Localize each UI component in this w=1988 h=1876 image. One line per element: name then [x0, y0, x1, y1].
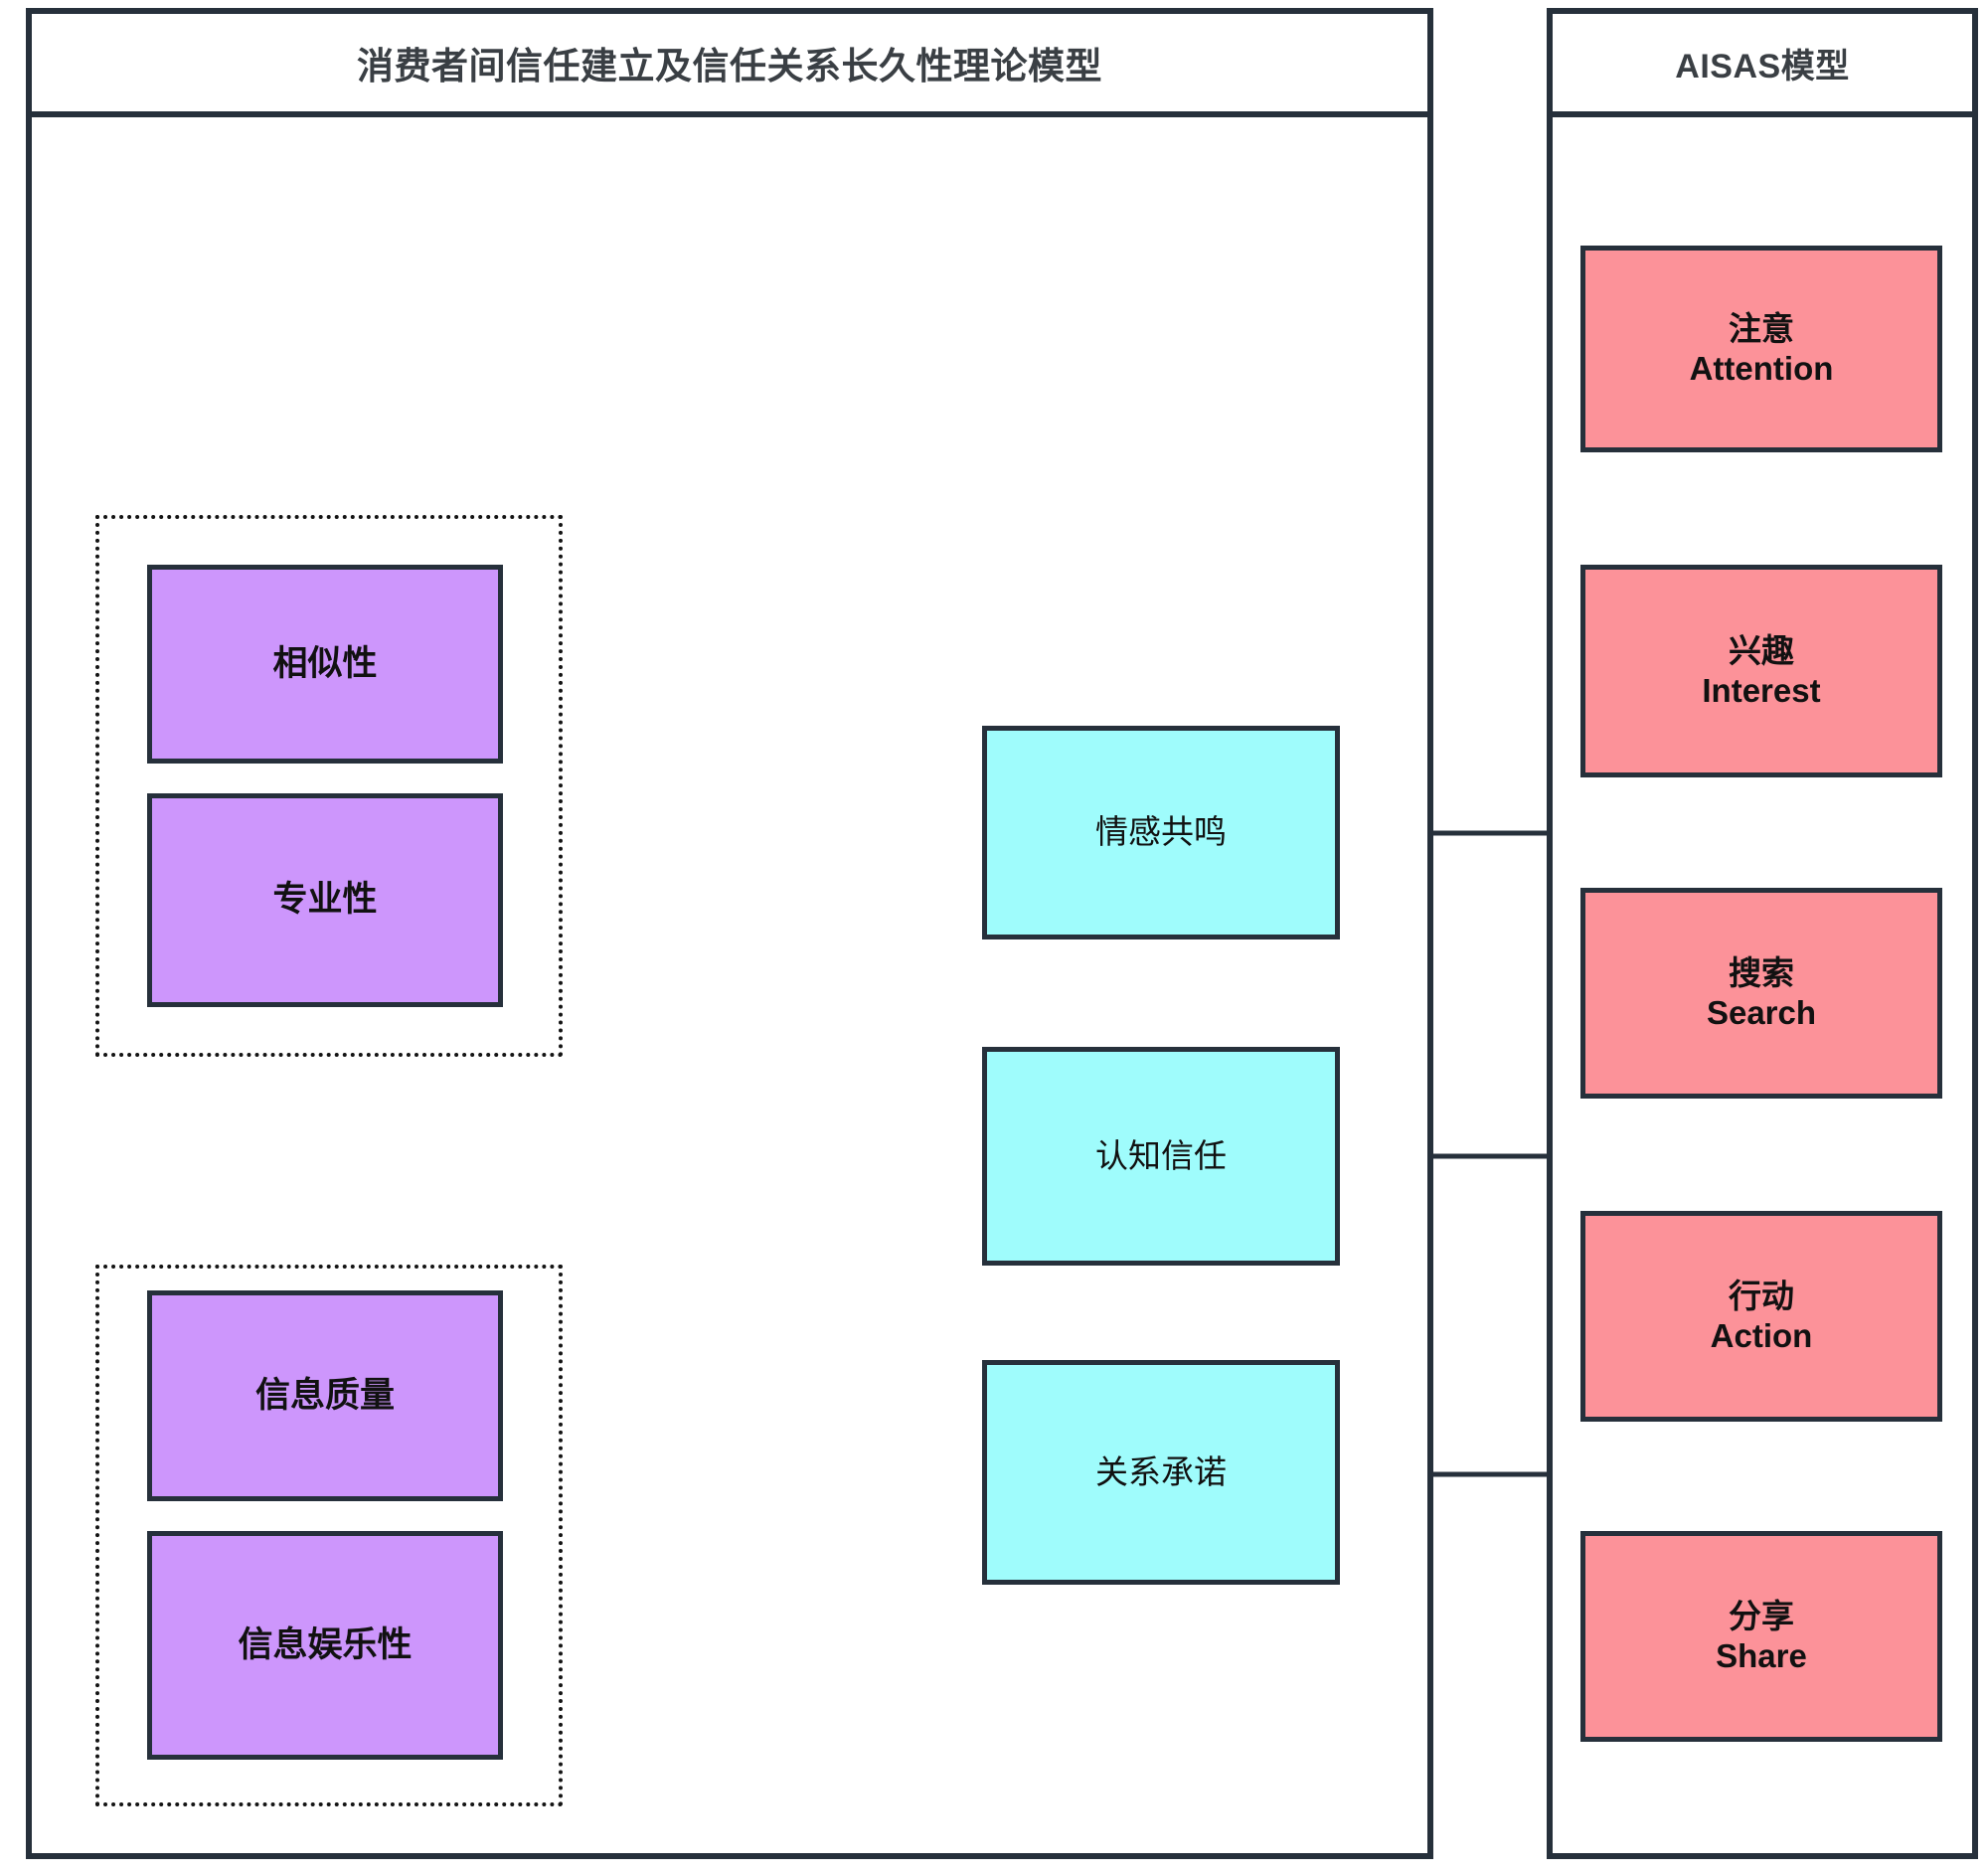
node-share[interactable]: 分享 Share — [1580, 1531, 1942, 1742]
node-search-label-en: Search — [1706, 994, 1817, 1031]
node-relationship-commitment[interactable]: 关系承诺 — [982, 1360, 1340, 1585]
node-info-quality-label: 信息质量 — [254, 1375, 395, 1415]
node-interest-label-cn: 兴趣 — [1729, 631, 1794, 669]
node-attention[interactable]: 注意 Attention — [1580, 246, 1942, 452]
node-relationship-commitment-label: 关系承诺 — [1095, 1452, 1227, 1490]
node-emotional-resonance[interactable]: 情感共鸣 — [982, 726, 1340, 939]
node-cognitive-trust[interactable]: 认知信任 — [982, 1047, 1340, 1266]
group-source-credibility — [95, 515, 563, 1057]
node-attention-label-en: Attention — [1689, 350, 1834, 387]
node-interest[interactable]: 兴趣 Interest — [1580, 565, 1942, 777]
node-emotional-resonance-label: 情感共鸣 — [1095, 813, 1227, 851]
node-interest-label-en: Interest — [1702, 672, 1821, 709]
node-expertise[interactable]: 专业性 — [147, 793, 503, 1007]
left-panel-title: 消费者间信任建立及信任关系长久性理论模型 — [32, 14, 1427, 117]
node-expertise-label: 专业性 — [272, 880, 378, 920]
node-action[interactable]: 行动 Action — [1580, 1211, 1942, 1422]
node-search[interactable]: 搜索 Search — [1580, 888, 1942, 1099]
node-action-label-cn: 行动 — [1729, 1277, 1794, 1314]
node-action-label-en: Action — [1710, 1317, 1813, 1354]
node-cognitive-trust-label: 认知信任 — [1095, 1136, 1227, 1174]
node-similarity[interactable]: 相似性 — [147, 565, 503, 764]
right-panel-title: AISAS模型 — [1553, 14, 1972, 117]
node-search-label-cn: 搜索 — [1729, 953, 1794, 991]
node-share-label-en: Share — [1716, 1637, 1807, 1674]
node-attention-label-cn: 注意 — [1729, 309, 1794, 347]
node-info-entertaining-label: 信息娱乐性 — [238, 1624, 413, 1664]
group-information-quality — [95, 1265, 563, 1806]
node-share-label-cn: 分享 — [1729, 1597, 1794, 1634]
node-info-entertaining[interactable]: 信息娱乐性 — [147, 1531, 503, 1760]
node-similarity-label: 相似性 — [272, 643, 378, 683]
node-info-quality[interactable]: 信息质量 — [147, 1290, 503, 1501]
